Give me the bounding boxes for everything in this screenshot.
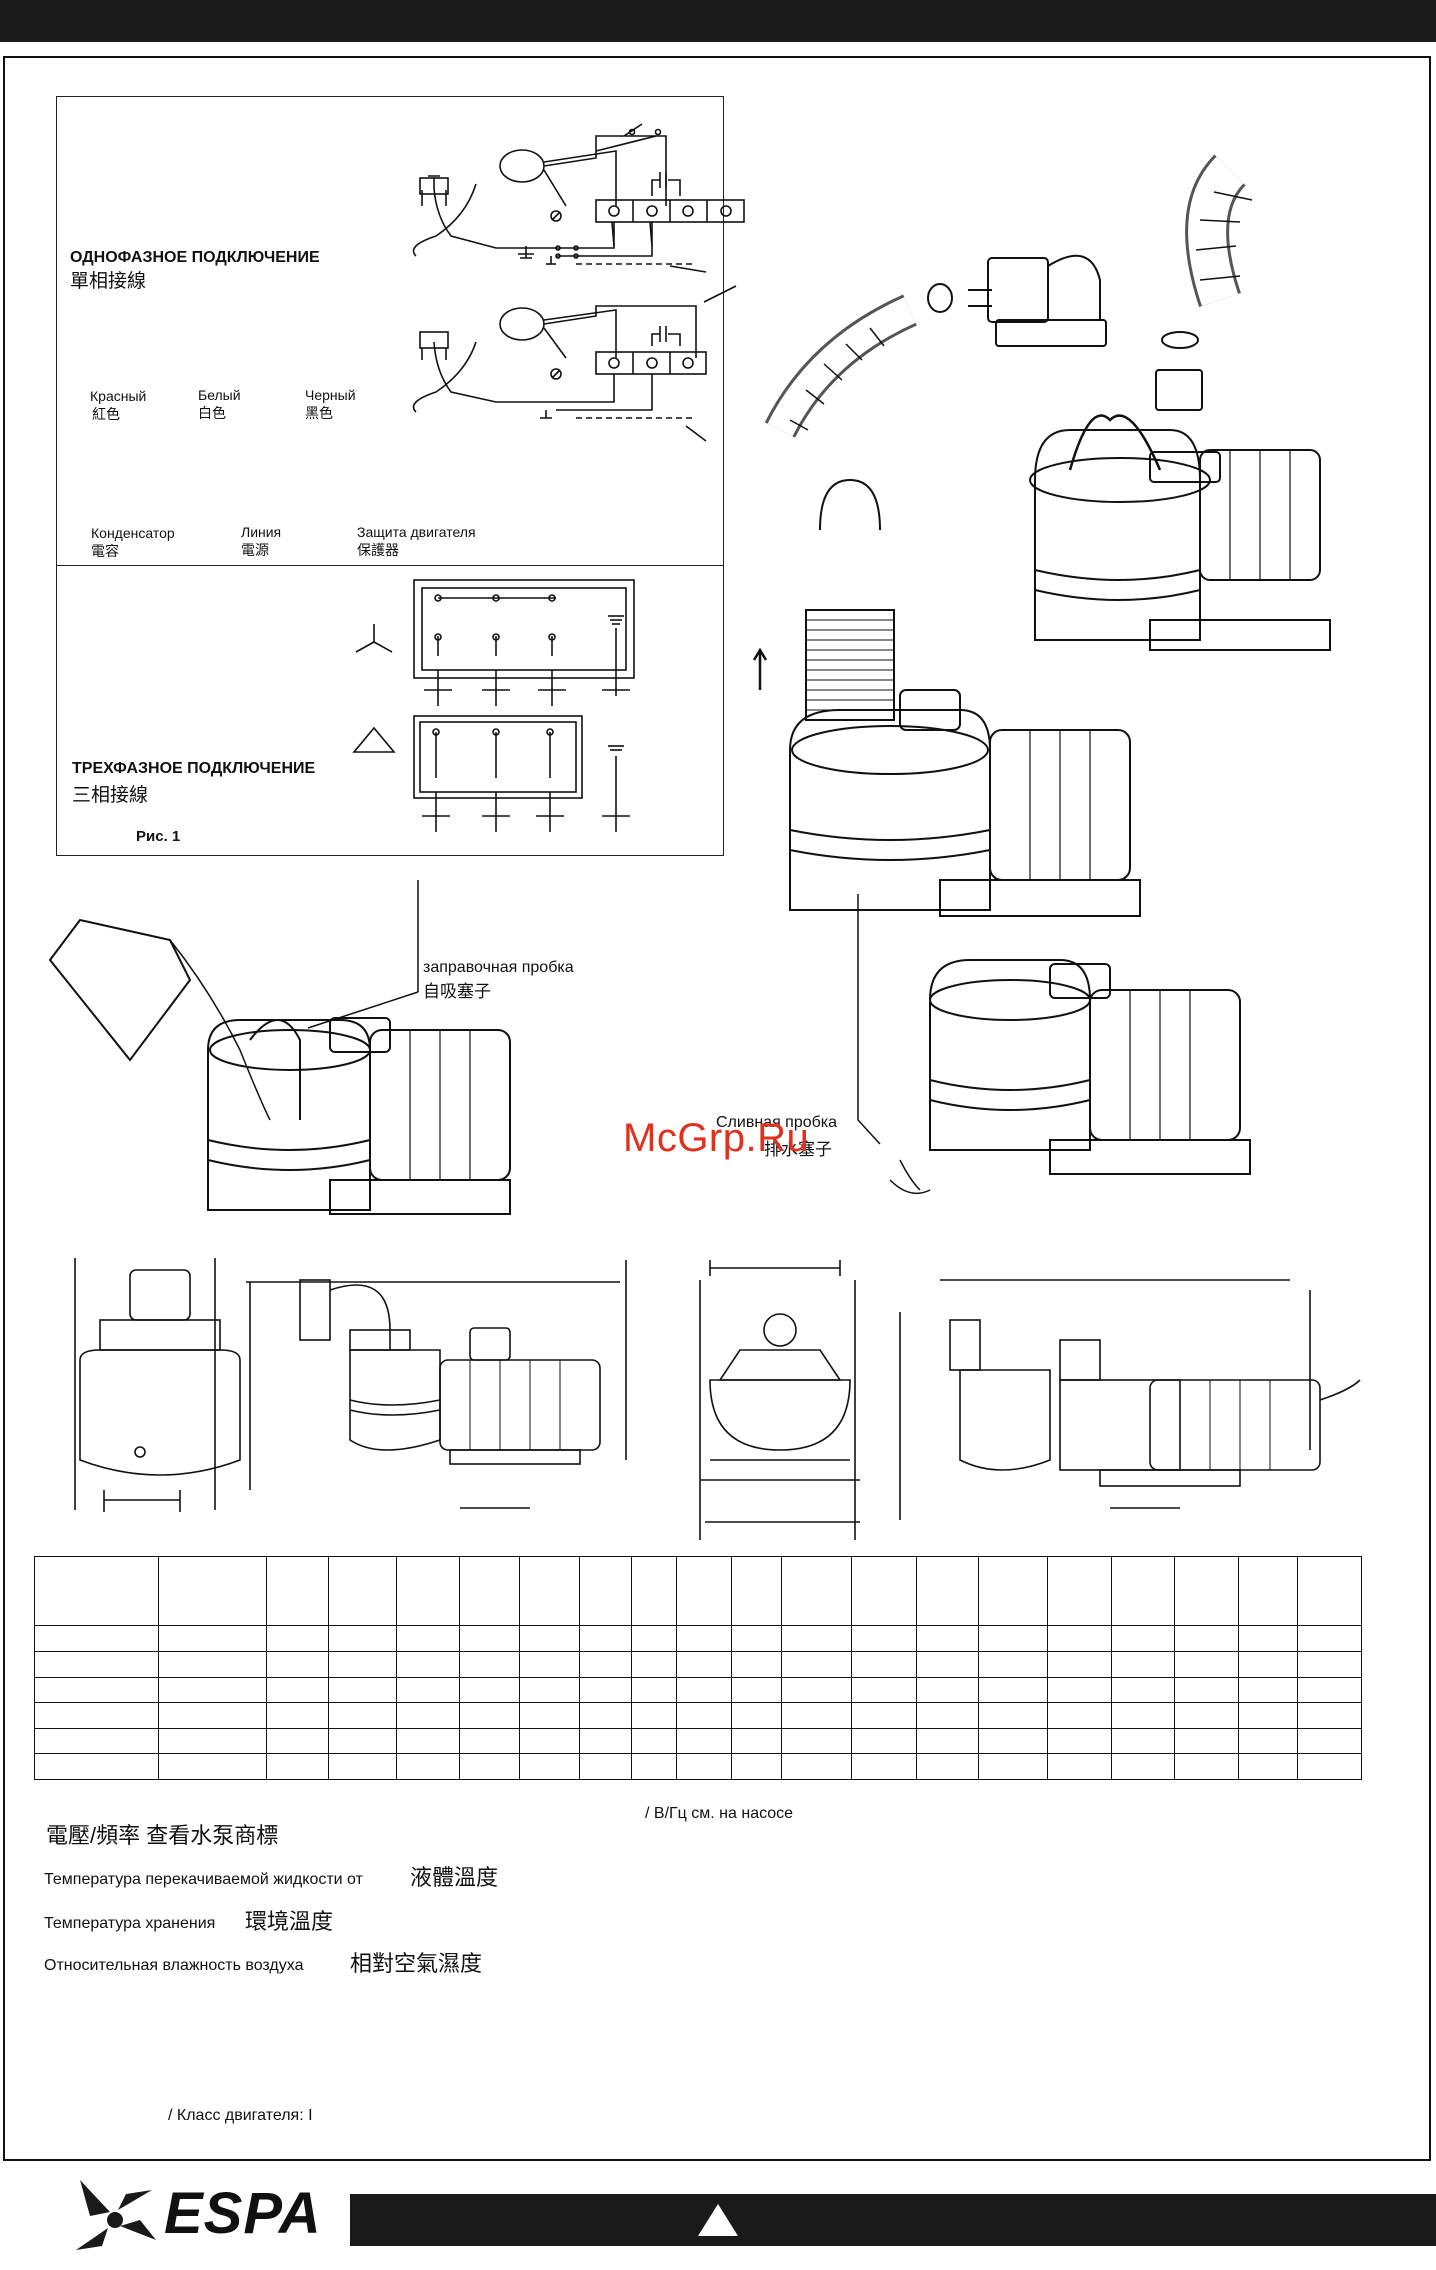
legend-motor-protection: Защита двигателя [357,524,476,540]
table-row [33,1676,1363,1704]
table-row [33,1753,1363,1780]
wiring-divider [56,565,724,566]
table-row [33,1651,1363,1678]
color-red-label-cn: 紅色 [92,406,120,422]
table-header-row [33,1555,1363,1627]
assembly-illustration [752,154,1331,917]
humidity-label-cn: 相對空氣濕度 [350,1951,483,1976]
fill-plug-label-cn: 自吸塞子 [423,982,491,1001]
footer-bar [350,2194,1436,2246]
espa-logo-icon [76,2180,156,2250]
drain-plug-label: Сливная пробка [716,1114,838,1131]
spec-table [33,1555,1363,1780]
color-black-label: Черный [305,387,356,403]
single-phase-title-cn: 單相接線 [70,271,147,292]
legend-capacitor-cn: 電容 [91,543,119,559]
three-phase-title-cn: 三相接線 [72,785,149,806]
motor-class-label: / Класс двигателя: I [168,2107,313,2124]
wiring-diagram [352,123,745,832]
color-red-label: Красный [90,388,147,404]
liquid-temp-label-cn: 液體溫度 [410,1865,499,1890]
table-row [33,1625,1363,1653]
priming-drain-illustration [48,880,1251,1215]
table-row [33,1702,1363,1729]
color-black-label-cn: 黑色 [305,405,333,421]
espa-logo-text: ESPA [164,2181,322,2246]
wiring-diagram-box [56,96,724,856]
fill-plug-label: заправочная пробка [423,959,574,976]
voltage-note: / В/Гц см. на насосе [645,1805,794,1822]
watermark: McGrp.Ru [623,1116,810,1160]
three-phase-title: ТРЕХФАЗНОЕ ПОДКЛЮЧЕНИЕ [72,760,316,777]
color-white-label: Белый [198,387,241,403]
drain-plug-label-cn: 排水塞子 [764,1140,832,1159]
storage-temp-label: Температура хранения [44,1915,216,1932]
warning-triangle-icon [698,2204,738,2236]
liquid-temp-label: Температура перекачиваемой жидкости от [44,1871,363,1888]
legend-line: Линия [241,524,282,540]
color-white-label-cn: 白色 [198,405,226,421]
table-row [33,1727,1363,1755]
header-bar [0,0,1436,42]
voltage-note-cn: 電壓/頻率 查看水泵商標 [46,1823,279,1848]
legend-capacitor: Конденсатор [91,525,175,541]
dimension-drawings [74,1258,1361,1540]
single-phase-title: ОДНОФАЗНОЕ ПОДКЛЮЧЕНИЕ [70,249,320,266]
page-frame [3,56,1431,2161]
storage-temp-label-cn: 環境溫度 [245,1909,334,1934]
legend-motor-protection-cn: 保護器 [357,542,399,558]
humidity-label: Относительная влажность воздуха [44,1957,304,1974]
figure-label: Рис. 1 [136,828,181,845]
legend-line-cn: 電源 [241,542,269,558]
